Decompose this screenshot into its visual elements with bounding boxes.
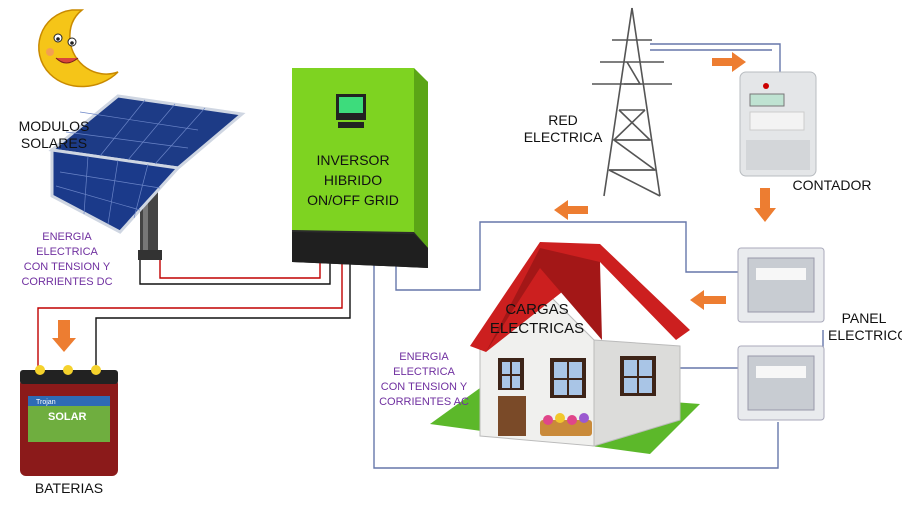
- energy-meter-icon: [739, 71, 817, 177]
- house-icon: [430, 242, 700, 454]
- grid-label: RED ELECTRICA: [523, 112, 603, 145]
- dc-wiring: [37, 258, 351, 370]
- solar-negative-wire: [139, 258, 331, 285]
- solar-modules-label: MODULOS SOLARES: [18, 118, 90, 151]
- arrow-to-battery: [52, 320, 76, 352]
- ac-energy-label: ENERGIA ELECTRICA CON TENSION Y CORRIENT…: [379, 351, 469, 408]
- ac-wiring: [373, 43, 824, 469]
- arrow-to-meter: [712, 52, 746, 72]
- solar-positive-wire: [159, 258, 321, 279]
- grid-to-meter-wire: [650, 43, 781, 78]
- breaker-panel-icon: [737, 247, 825, 421]
- battery-model-label: SOLAR: [48, 411, 87, 423]
- transmission-tower-icon: [592, 7, 672, 197]
- batteries-label: BATERIAS: [34, 480, 104, 496]
- battery-icon: [20, 365, 118, 476]
- battery-brand-label: Trojan: [36, 399, 56, 406]
- arrow-meter-to-panel: [754, 188, 776, 222]
- loads-label: CARGAS ELECTRICAS: [489, 301, 585, 337]
- panel-label: PANEL ELECTRICO: [828, 310, 902, 343]
- battery-negative-wire: [95, 262, 351, 368]
- solar-panel-icon: [48, 94, 246, 260]
- inverter-to-loads-wire: [395, 221, 742, 291]
- flower-bed: [540, 413, 592, 436]
- arrow-to-grid: [554, 200, 588, 220]
- moon-icon: [38, 9, 119, 88]
- meter-label: CONTADOR: [792, 177, 872, 193]
- inverter-ac-input-wire: [373, 262, 779, 469]
- arrow-panel-to-house: [690, 290, 726, 310]
- inverter-icon: [292, 68, 428, 268]
- flow-arrows: [52, 52, 776, 352]
- inverter-label: INVERSOR HIBRIDO ON/OFF GRID: [307, 152, 399, 208]
- battery-positive-wire: [37, 262, 343, 370]
- dc-energy-label: ENERGIA ELECTRICA CON TENSION Y CORRIENT…: [21, 231, 113, 288]
